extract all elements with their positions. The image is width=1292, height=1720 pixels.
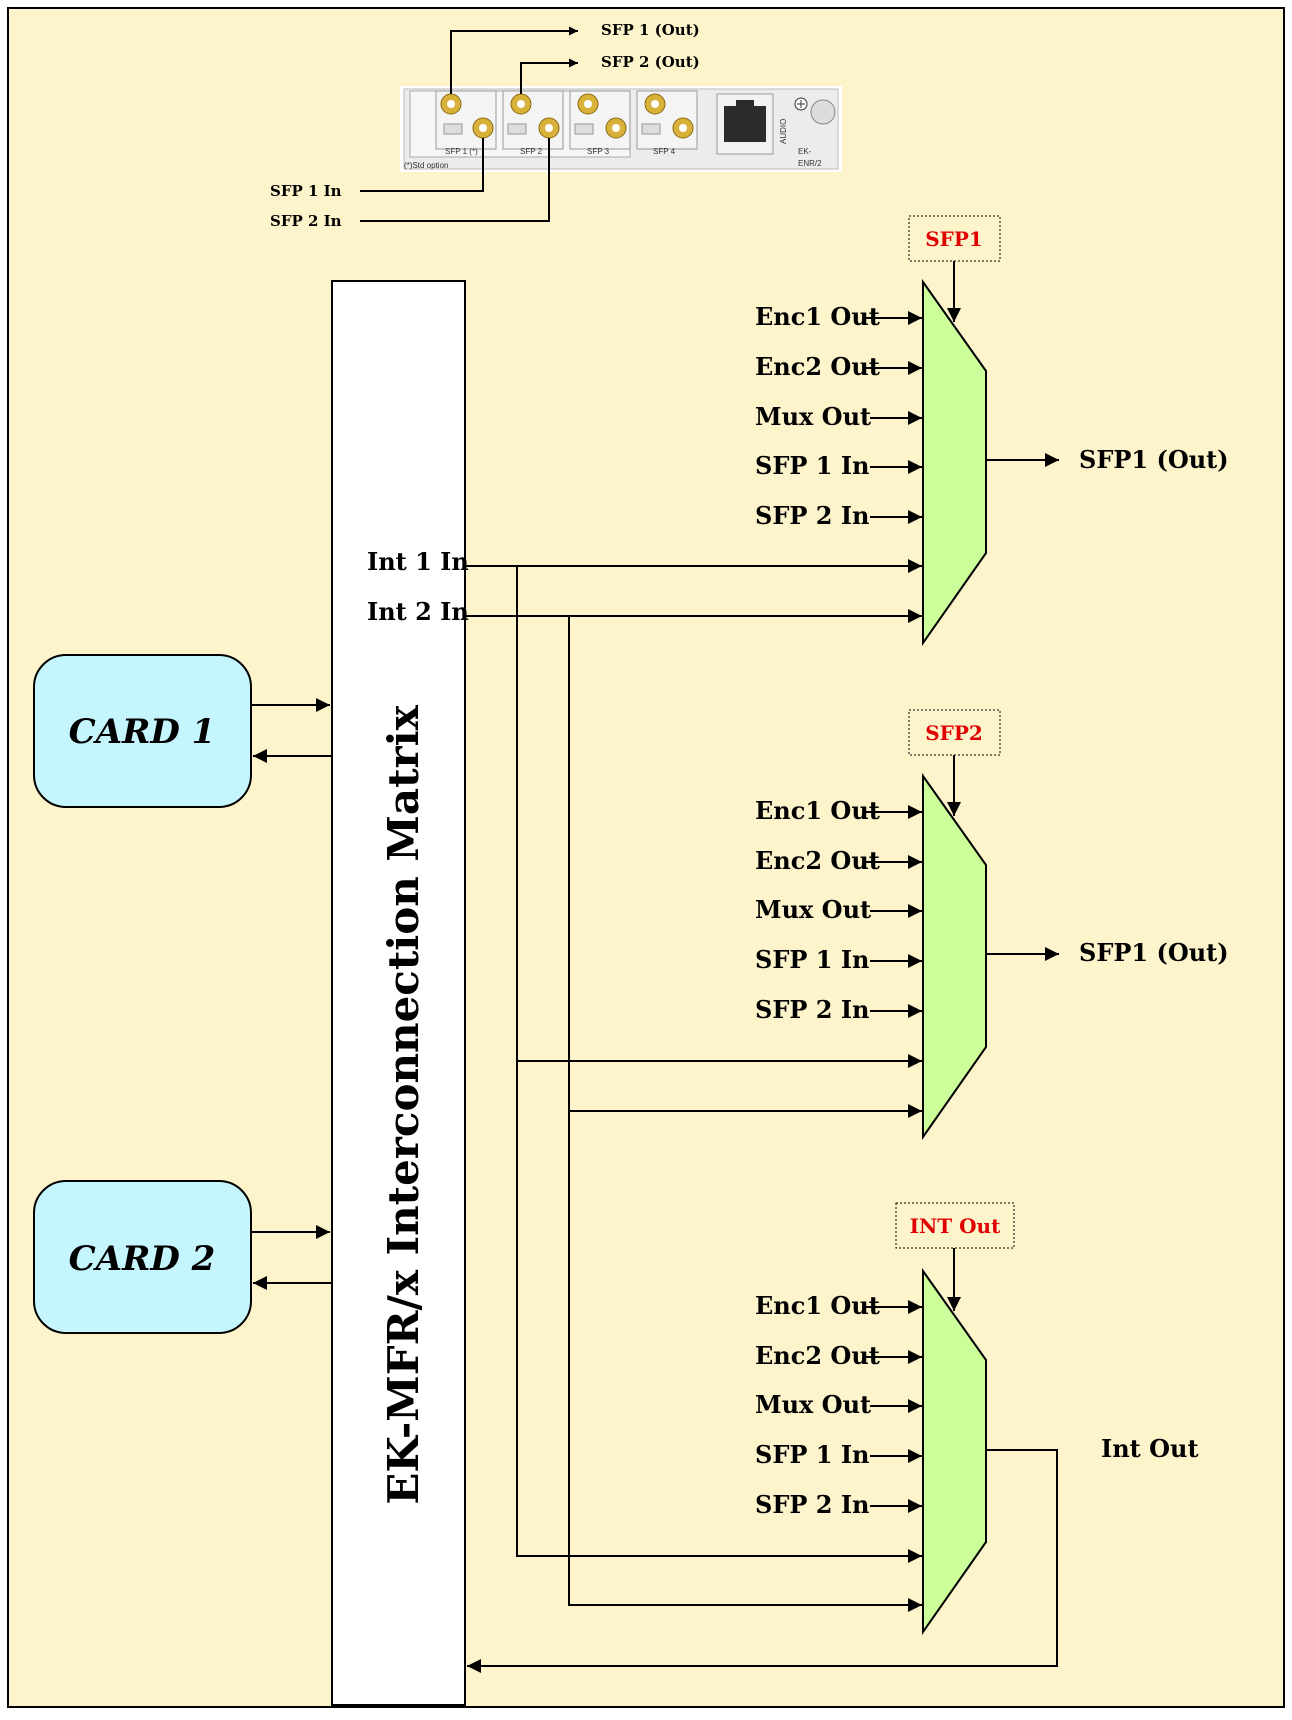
panel-label-sfp2-out: SFP 2 (Out) (601, 53, 700, 71)
mux-1-input-3: Mux Out (755, 402, 871, 431)
mux-1-input-1: Enc1 Out (755, 302, 880, 331)
option-note: (*)Std option (404, 161, 448, 170)
mux-2-input-5: SFP 2 In (755, 995, 870, 1024)
mux-1-selector-label: SFP1 (925, 227, 983, 251)
mux-2-input-2: Enc2 Out (755, 846, 880, 875)
audio-label: AUDIO (779, 119, 788, 144)
mux-1-input-4: SFP 1 In (755, 451, 870, 480)
mux-2-output-label: SFP1 (Out) (1079, 938, 1229, 967)
mux-3-input-5: SFP 2 In (755, 1490, 870, 1519)
port-label-sfp2: SFP 2 (520, 147, 543, 156)
int-1-in-label: Int 1 In (367, 547, 469, 576)
mux-3-input-3: Mux Out (755, 1390, 871, 1419)
port-label-sfp4: SFP 4 (653, 147, 676, 156)
panel-label-sfp1-out: SFP 1 (Out) (601, 21, 700, 39)
sfp-port-2 (503, 91, 563, 149)
sfp-port-3 (570, 91, 630, 149)
int-2-in-label: Int 2 In (367, 597, 469, 626)
sfp-port-1 (436, 91, 496, 149)
card-2-label: CARD 2 (69, 1239, 216, 1279)
model-label-line1: EK- (798, 147, 812, 156)
mux-3-output-label: Int Out (1101, 1434, 1199, 1463)
screw-icon (811, 100, 835, 124)
panel-label-sfp1-in: SFP 1 In (270, 182, 342, 200)
mux-1-input-5: SFP 2 In (755, 501, 870, 530)
mux-2-input-3: Mux Out (755, 895, 871, 924)
mux-2-input-1: Enc1 Out (755, 796, 880, 825)
port-label-sfp3: SFP 3 (587, 147, 610, 156)
mux-3-input-4: SFP 1 In (755, 1440, 870, 1469)
mux-2-input-4: SFP 1 In (755, 945, 870, 974)
mux-2-selector-label: SFP2 (925, 721, 983, 745)
mux-1-output-label: SFP1 (Out) (1079, 445, 1229, 474)
port-label-sfp1: SFP 1 (*) (445, 147, 478, 156)
panel-label-sfp2-in: SFP 2 In (270, 212, 342, 230)
mux-3-input-2: Enc2 Out (755, 1341, 880, 1370)
model-label-line2: ENR/2 (798, 159, 822, 168)
mux-1-input-2: Enc2 Out (755, 352, 880, 381)
matrix-label: EK-MFR/x Interconnection Matrix (379, 704, 428, 1504)
diagram-background (8, 8, 1284, 1707)
card-1-label: CARD 1 (69, 712, 216, 752)
mux-3-selector-label: INT Out (910, 1214, 1001, 1238)
mux-3-input-1: Enc1 Out (755, 1291, 880, 1320)
rear-panel: SFP 1 (*) SFP 2 SFP 3 SFP 4 (*)Std optio… (400, 86, 842, 172)
sfp-port-4 (637, 91, 697, 149)
